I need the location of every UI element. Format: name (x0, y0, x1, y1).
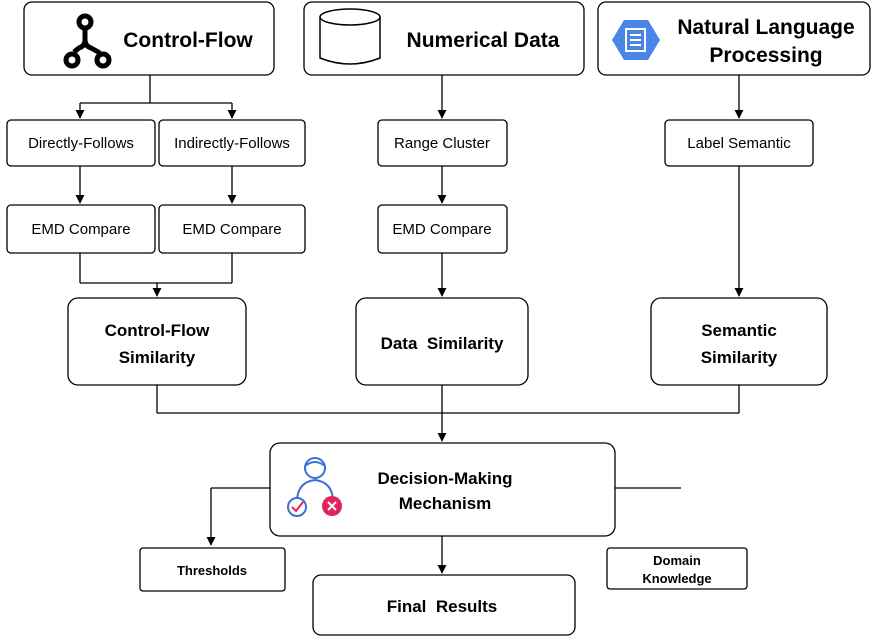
semantic-similarity-box: Semantic Similarity (650, 297, 828, 386)
database-cylinder-icon (319, 8, 381, 65)
thresholds-box: Thresholds (139, 547, 286, 592)
decision-making-line2: Mechanism (399, 494, 492, 513)
domain-knowledge-line1: Domain (653, 553, 701, 568)
range-cluster-label: Range Cluster (394, 135, 490, 152)
data-similarity-box: Data Similarity (355, 297, 529, 386)
thresholds-label: Thresholds (177, 563, 247, 578)
control-flow-similarity-line1: Control-Flow (105, 321, 211, 340)
directly-follows-label: Directly-Follows (28, 135, 134, 152)
final-results-label: Final Results (387, 597, 498, 616)
document-hexagon-icon (612, 20, 660, 60)
nlp-header-title-line1: Natural Language (677, 16, 854, 39)
control-flow-header-title: Control-Flow (123, 29, 253, 52)
directly-follows-box: Directly-Follows (6, 119, 156, 167)
numerical-data-header-title: Numerical Data (407, 29, 560, 52)
decision-making-box: Decision-Making Mechanism (269, 442, 616, 537)
indirectly-follows-box: Indirectly-Follows (158, 119, 306, 167)
nlp-header: Natural Language Processing (597, 1, 871, 76)
emd-compare-label-2: EMD Compare (182, 221, 281, 238)
control-flow-similarity-box: Control-Flow Similarity (67, 297, 247, 386)
control-flow-header: Control-Flow (23, 1, 275, 76)
range-cluster-box: Range Cluster (377, 119, 508, 167)
label-semantic-box: Label Semantic (664, 119, 814, 167)
semantic-similarity-line2: Similarity (701, 348, 778, 367)
nlp-header-title-line2: Processing (709, 44, 822, 67)
emd-compare-box-3: EMD Compare (377, 204, 508, 254)
numerical-data-header: Numerical Data (303, 1, 585, 76)
final-results-box: Final Results (312, 574, 576, 636)
branching-flow-icon (63, 13, 112, 69)
emd-compare-label-1: EMD Compare (31, 221, 130, 238)
label-semantic-label: Label Semantic (687, 135, 791, 152)
emd-compare-label-3: EMD Compare (392, 221, 491, 238)
emd-compare-box-2: EMD Compare (158, 204, 306, 254)
semantic-similarity-line1: Semantic (701, 321, 777, 340)
emd-compare-box-1: EMD Compare (6, 204, 156, 254)
data-similarity-label: Data Similarity (381, 334, 504, 353)
person-check-cross-icon (287, 457, 342, 517)
domain-knowledge-line2: Knowledge (642, 571, 711, 586)
indirectly-follows-label: Indirectly-Follows (174, 135, 290, 152)
decision-making-line1: Decision-Making (377, 469, 512, 488)
control-flow-similarity-line2: Similarity (119, 348, 196, 367)
domain-knowledge-box: Domain Knowledge (606, 547, 748, 590)
